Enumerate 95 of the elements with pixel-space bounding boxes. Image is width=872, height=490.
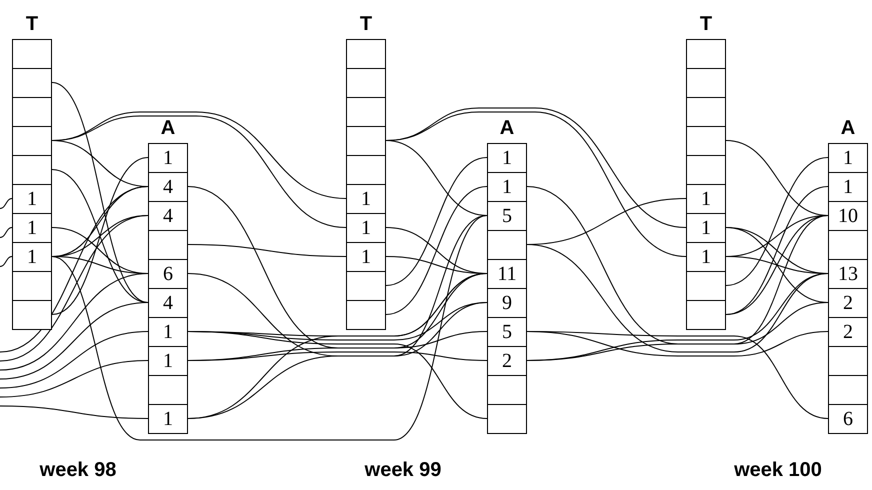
connector-line	[726, 157, 828, 286]
connector-line	[188, 331, 488, 419]
count-cell: 1	[12, 185, 52, 214]
connector-line	[526, 331, 828, 419]
connector-line	[386, 256, 488, 274]
empty-cell	[828, 347, 868, 376]
empty-cell	[828, 376, 868, 405]
count-cell: 1	[346, 243, 386, 272]
empty-cell	[686, 69, 726, 98]
count-cell: 2	[828, 318, 868, 347]
count-cell: 1	[686, 243, 726, 272]
count-cell: 1	[12, 243, 52, 272]
column-header: T	[358, 13, 374, 36]
empty-cell	[487, 405, 527, 434]
connector-line	[726, 256, 828, 274]
empty-cell	[828, 231, 868, 260]
empty-cell	[686, 301, 726, 330]
empty-cell	[686, 127, 726, 156]
empty-cell	[12, 69, 52, 98]
empty-cell	[346, 156, 386, 185]
count-cell: 11	[487, 260, 527, 289]
count-cell: 1	[148, 347, 188, 376]
connector-line	[52, 215, 488, 440]
count-cell: 5	[487, 202, 527, 231]
column-header: A	[498, 117, 516, 140]
count-cell: 13	[828, 260, 868, 289]
column-header: A	[840, 117, 856, 140]
connector-line	[0, 256, 12, 267]
column-header: A	[160, 117, 176, 140]
count-cell: 4	[148, 173, 188, 202]
empty-cell	[12, 156, 52, 185]
count-cell: 1	[148, 318, 188, 347]
connector-line	[386, 186, 488, 315]
empty-cell	[12, 301, 52, 330]
week-label: week 99	[364, 459, 442, 482]
count-cell: 1	[346, 214, 386, 243]
connector-line	[52, 157, 148, 315]
count-cell: 2	[487, 347, 527, 376]
connector-line	[0, 302, 148, 380]
count-cell: 1	[487, 143, 527, 173]
column-header: T	[24, 13, 40, 36]
week-label: week 100	[734, 459, 822, 482]
count-cell: 1	[346, 185, 386, 214]
empty-cell	[686, 156, 726, 185]
connector-line	[386, 112, 686, 257]
empty-cell	[686, 272, 726, 301]
empty-cell	[686, 39, 726, 69]
connector-line	[386, 157, 488, 286]
connector-line	[726, 227, 828, 303]
count-cell: 4	[148, 202, 188, 231]
count-cell: 2	[828, 289, 868, 318]
empty-cell	[346, 98, 386, 127]
connector-line	[726, 215, 828, 315]
connector-line	[188, 352, 488, 361]
count-cell: 1	[487, 173, 527, 202]
count-cell: 10	[828, 202, 868, 231]
connector-line	[0, 273, 148, 370]
connector-line	[0, 331, 148, 388]
count-cell: 9	[487, 289, 527, 318]
empty-cell	[346, 272, 386, 301]
empty-cell	[346, 301, 386, 330]
empty-cell	[487, 376, 527, 405]
connector-line	[0, 198, 12, 209]
connector-line	[0, 360, 148, 398]
empty-cell	[148, 231, 188, 260]
count-cell: 1	[686, 214, 726, 243]
count-cell: 1	[148, 405, 188, 434]
count-cell: 6	[828, 405, 868, 434]
count-cell: 4	[148, 289, 188, 318]
connector-line	[0, 227, 12, 238]
column-header: T	[698, 13, 714, 36]
empty-cell	[346, 39, 386, 69]
empty-cell	[346, 127, 386, 156]
empty-cell	[686, 98, 726, 127]
count-cell: 6	[148, 260, 188, 289]
empty-cell	[12, 272, 52, 301]
empty-cell	[346, 69, 386, 98]
count-cell: 1	[148, 143, 188, 173]
empty-cell	[12, 39, 52, 69]
connector-line	[0, 215, 148, 362]
connector-line	[52, 116, 346, 228]
connector-line	[188, 244, 346, 257]
empty-cell	[148, 376, 188, 405]
week-label: week 98	[40, 459, 116, 482]
count-cell: 1	[828, 143, 868, 173]
count-cell: 5	[487, 318, 527, 347]
connector-line	[52, 82, 148, 303]
count-cell: 1	[686, 185, 726, 214]
empty-cell	[12, 98, 52, 127]
connector-line	[0, 186, 148, 352]
count-cell: 1	[828, 173, 868, 202]
empty-cell	[12, 127, 52, 156]
empty-cell	[487, 231, 527, 260]
connector-line	[0, 406, 148, 419]
count-cell: 1	[12, 214, 52, 243]
